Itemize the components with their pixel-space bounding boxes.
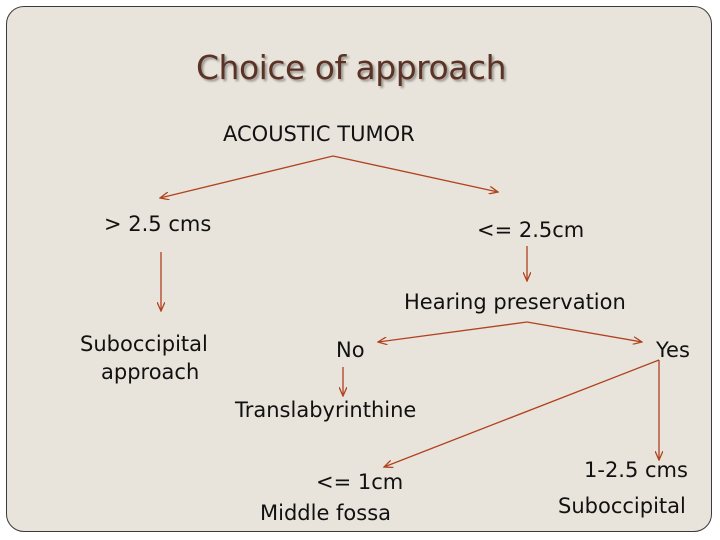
node-less-equal-2-5cm: <= 2.5cm — [477, 218, 585, 242]
node-hearing-preservation: Hearing preservation — [404, 290, 626, 314]
node-1-to-2-5cm: 1-2.5 cms — [584, 458, 688, 482]
node-suboccipital-approach-line2: approach — [101, 360, 200, 384]
node-suboccipital-approach-line1: Suboccipital — [80, 332, 208, 356]
node-suboccipital: Suboccipital — [558, 494, 686, 518]
node-middle-fossa: Middle fossa — [260, 501, 392, 525]
slide-title: Choice of approach — [196, 48, 506, 87]
slide-panel — [6, 6, 712, 532]
arrow-yes-to-le1cm — [384, 359, 660, 467]
arrow-root-to-large — [160, 155, 334, 198]
node-translabyrinthine: Translabyrinthine — [235, 398, 417, 422]
node-yes: Yes — [656, 338, 690, 362]
arrow-hearing-to-yes — [526, 321, 642, 342]
arrow-hearing-to-no — [378, 321, 528, 342]
node-acoustic-tumor: ACOUSTIC TUMOR — [223, 122, 415, 146]
node-greater-2-5cm: > 2.5 cms — [104, 212, 212, 236]
arrow-root-to-small — [332, 155, 498, 192]
node-less-equal-1cm: <= 1cm — [316, 470, 404, 494]
node-no: No — [336, 338, 365, 362]
